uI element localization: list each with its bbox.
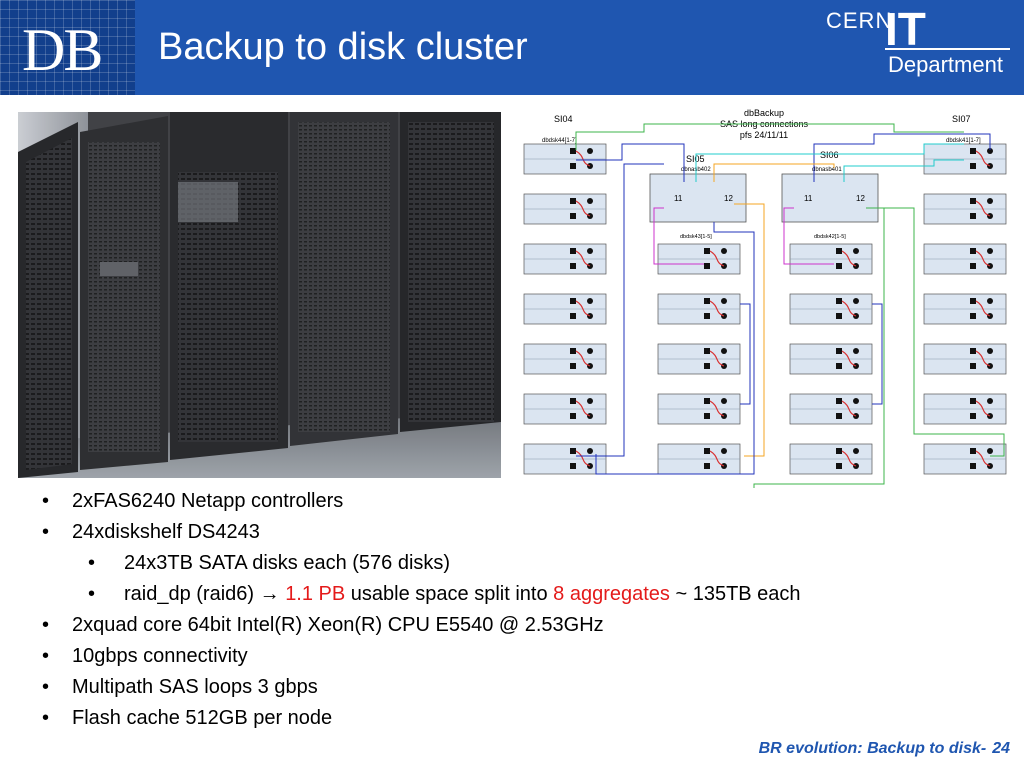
bullet-text: raid_dp (raid6) →: [124, 583, 286, 605]
slide-footer: BR evolution: Backup to disk- 24: [753, 740, 1010, 758]
column-sublabel: dbnasb401: [812, 167, 842, 173]
bullet-text: Flash cache 512GB per node: [72, 707, 333, 729]
sas-connections-diagram: dbBackup SAS long connections pfs 24/11/…: [514, 104, 1014, 490]
disk-shelf: [523, 143, 607, 175]
bullet-text: 8 aggregates: [553, 583, 670, 605]
sas-cable: [576, 143, 685, 182]
column-label: SI07: [952, 114, 971, 124]
diagram-title-line: pfs 24/11/11: [740, 130, 788, 140]
sas-cable: [576, 163, 664, 457]
bullet-item: 24x3TB SATA disks each (576 disks): [38, 548, 1008, 579]
disk-shelf: [523, 193, 607, 225]
disk-shelf: [923, 143, 1007, 175]
sas-cable: [813, 133, 991, 182]
disk-shelf: [523, 343, 607, 375]
disk-shelf: [789, 243, 873, 275]
disk-shelf: [789, 443, 873, 475]
disk-shelf: [923, 443, 1007, 475]
diagram-title-line: dbBackup: [744, 108, 784, 118]
port-label: 11: [674, 194, 683, 203]
disk-shelf: [657, 443, 741, 475]
cern-logo-text: CERN: [826, 8, 893, 33]
db-logo-text: DB: [22, 17, 103, 83]
port-label: 12: [856, 194, 865, 203]
sas-cable: [740, 303, 751, 405]
disk-shelf: [923, 193, 1007, 225]
column-label: SI05: [686, 154, 705, 164]
disk-shelf: [923, 343, 1007, 375]
disk-shelf: [523, 243, 607, 275]
disk-shelf: [523, 443, 607, 475]
logo-divider: [885, 48, 1010, 50]
bullet-item: 2xquad core 64bit Intel(R) Xeon(R) CPU E…: [38, 610, 1008, 641]
page-number: 24: [992, 740, 1010, 757]
footer-text: BR evolution: Backup to disk-: [758, 740, 987, 757]
disk-shelf: [523, 393, 607, 425]
disk-shelf: [657, 393, 741, 425]
disk-shelf: [657, 293, 741, 325]
sas-cable: [843, 159, 964, 182]
server-rack-photo: [18, 112, 501, 478]
shelf-stack-label: dbdsk42[1-5]: [814, 234, 846, 240]
bullet-item: 24xdiskshelf DS4243: [38, 517, 1008, 548]
department-logo-text: Department: [888, 52, 1003, 77]
sas-cable: [874, 207, 1005, 457]
port-label: 12: [724, 194, 733, 203]
disk-shelf: [789, 293, 873, 325]
bullet-item: Flash cache 512GB per node: [38, 703, 1008, 734]
disk-shelf: [789, 343, 873, 375]
sas-cable: [695, 143, 964, 182]
bullet-text: 24x3TB SATA disks each (576 disks): [124, 552, 451, 574]
bullet-item: 10gbps connectivity: [38, 641, 1008, 672]
sas-cable: [783, 207, 834, 265]
controller-box: [649, 173, 747, 223]
bullet-text: 24xdiskshelf DS4243: [72, 521, 260, 543]
bullet-text: 2xFAS6240 Netapp controllers: [72, 490, 344, 512]
bullet-text: ~ 135TB each: [669, 583, 801, 605]
disk-shelf: [523, 293, 607, 325]
bullet-item: raid_dp (raid6) → 1.1 PB usable space sp…: [38, 579, 1008, 610]
sas-cable: [713, 163, 835, 182]
shelf-stack-label: dbdsk43[1-5]: [680, 234, 712, 240]
disk-shelf: [923, 393, 1007, 425]
column-label: SI04: [554, 114, 573, 124]
sas-cable: [595, 222, 755, 475]
bullet-text: 10gbps connectivity: [72, 645, 248, 667]
bullet-text: 2xquad core 64bit Intel(R) Xeon(R) CPU E…: [72, 614, 604, 636]
bullet-item: 2xFAS6240 Netapp controllers: [38, 486, 1008, 517]
header-bar: DB Backup to disk cluster CERN IT Depart…: [0, 0, 1024, 95]
disk-shelf: [657, 243, 741, 275]
column-sublabel: dbdsk41[1-7]: [946, 138, 981, 144]
sas-cable: [575, 123, 964, 150]
it-logo-text: IT: [885, 3, 926, 55]
db-logo: DB: [0, 0, 135, 95]
bullet-text: usable space split into: [345, 583, 554, 605]
disk-shelf: [923, 293, 1007, 325]
disk-shelf: [789, 393, 873, 425]
column-label: SI06: [820, 150, 839, 160]
column-sublabel: dbdsk44[1-7]: [542, 138, 577, 144]
sas-cable: [653, 207, 704, 265]
bullet-item: Multipath SAS loops 3 gbps: [38, 672, 1008, 703]
port-label: 11: [804, 194, 813, 203]
bullet-text: Multipath SAS loops 3 gbps: [72, 676, 318, 698]
slide-title: Backup to disk cluster: [158, 26, 528, 68]
bullet-list: 2xFAS6240 Netapp controllers 24xdiskshelf…: [38, 486, 1008, 734]
disk-shelf: [923, 243, 1007, 275]
disk-shelf: [657, 343, 741, 375]
sas-cable: [872, 303, 883, 405]
controller-box: [781, 173, 879, 223]
bullet-text: 1.1 PB: [285, 583, 346, 605]
